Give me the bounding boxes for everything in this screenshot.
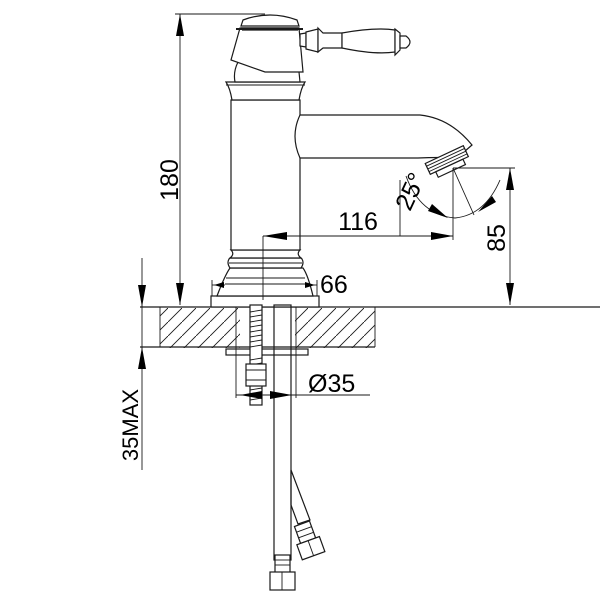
dim-spout-height-label: 85 bbox=[483, 224, 511, 252]
dimension-hole-diameter: Ø35 bbox=[235, 347, 370, 399]
dimension-spout-reach: 116 bbox=[262, 168, 454, 300]
dimension-spout-height: 85 bbox=[453, 167, 515, 305]
mounting-hardware bbox=[225, 304, 309, 406]
dim-spout-angle-label: 25° bbox=[390, 169, 431, 215]
dim-base-diameter-label: 66 bbox=[320, 271, 348, 299]
dim-hole-diameter-label: Ø35 bbox=[308, 370, 355, 398]
lever-handle bbox=[299, 26, 411, 57]
spout bbox=[294, 114, 473, 179]
dim-deck-thickness-label: 35MAX bbox=[118, 389, 143, 461]
dimension-base-diameter: 66 bbox=[211, 271, 348, 299]
dimension-deck-thickness: 35MAX bbox=[118, 258, 146, 470]
dim-total-height-label: 180 bbox=[156, 159, 184, 201]
dim-spout-reach-label: 116 bbox=[338, 208, 378, 236]
dimension-spout-angle: 25° bbox=[390, 167, 501, 219]
faucet-body bbox=[210, 14, 320, 308]
dimension-total-height: 180 bbox=[156, 13, 265, 305]
supply-hoses bbox=[269, 304, 326, 591]
countertop-section bbox=[140, 306, 600, 348]
